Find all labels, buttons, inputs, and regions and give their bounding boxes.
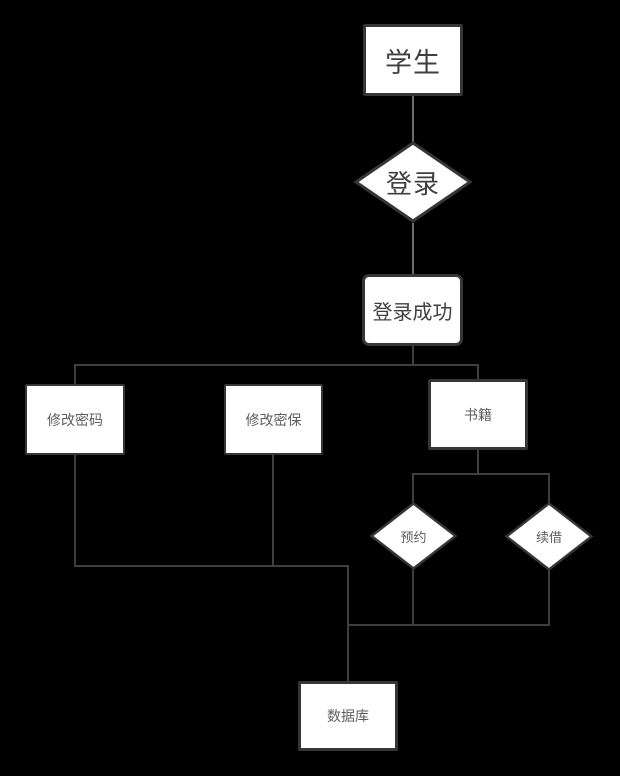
- node-login-success-label: 登录成功: [372, 301, 453, 324]
- edge-renew-down: [548, 570, 550, 626]
- edge-change-password-down: [74, 454, 76, 567]
- edge-drop-reserve: [412, 473, 414, 503]
- diamond-shape: [370, 502, 457, 570]
- node-renew: 续借: [505, 502, 593, 571]
- edge-drop-renew: [548, 473, 550, 503]
- edge-merge-horizontal-bottom: [347, 624, 550, 626]
- edge-loginsuccess-branch-stub: [412, 345, 414, 366]
- edge-branch-horizontal-top: [74, 364, 479, 366]
- node-change-password-label: 修改密码: [47, 411, 103, 428]
- node-student-label: 学生: [385, 47, 441, 78]
- node-renew-label: 续借: [535, 530, 562, 545]
- diamond-shape: [505, 502, 593, 571]
- node-login-label: 登录: [385, 168, 440, 199]
- edge-reserve-down: [412, 569, 414, 626]
- node-books-label: 书籍: [464, 406, 492, 423]
- node-database-label: 数据库: [327, 708, 369, 724]
- edge-books-down-stub: [477, 449, 479, 475]
- node-reserve: 预约: [370, 502, 457, 570]
- edge-change-security-down: [272, 454, 274, 567]
- edge-drop-books: [477, 364, 479, 380]
- node-database: 数据库: [298, 681, 398, 751]
- edge-merge-horizontal-left: [74, 565, 349, 567]
- node-student: 学生: [363, 24, 463, 96]
- edge-merge-down-to-database: [347, 565, 349, 682]
- edge-login-loginsuccess: [412, 223, 414, 275]
- edge-student-login: [412, 96, 414, 142]
- node-change-security: 修改密保: [224, 384, 323, 455]
- node-login-success: 登录成功: [362, 274, 463, 346]
- diamond-shape: [354, 141, 472, 223]
- edge-drop-change-password: [74, 364, 76, 385]
- node-login: 登录: [354, 141, 472, 223]
- node-change-password: 修改密码: [25, 384, 125, 455]
- edge-books-branch-horizontal: [412, 473, 550, 475]
- node-change-security-label: 修改密保: [245, 411, 302, 428]
- node-reserve-label: 预约: [400, 529, 427, 545]
- node-books: 书籍: [428, 379, 528, 450]
